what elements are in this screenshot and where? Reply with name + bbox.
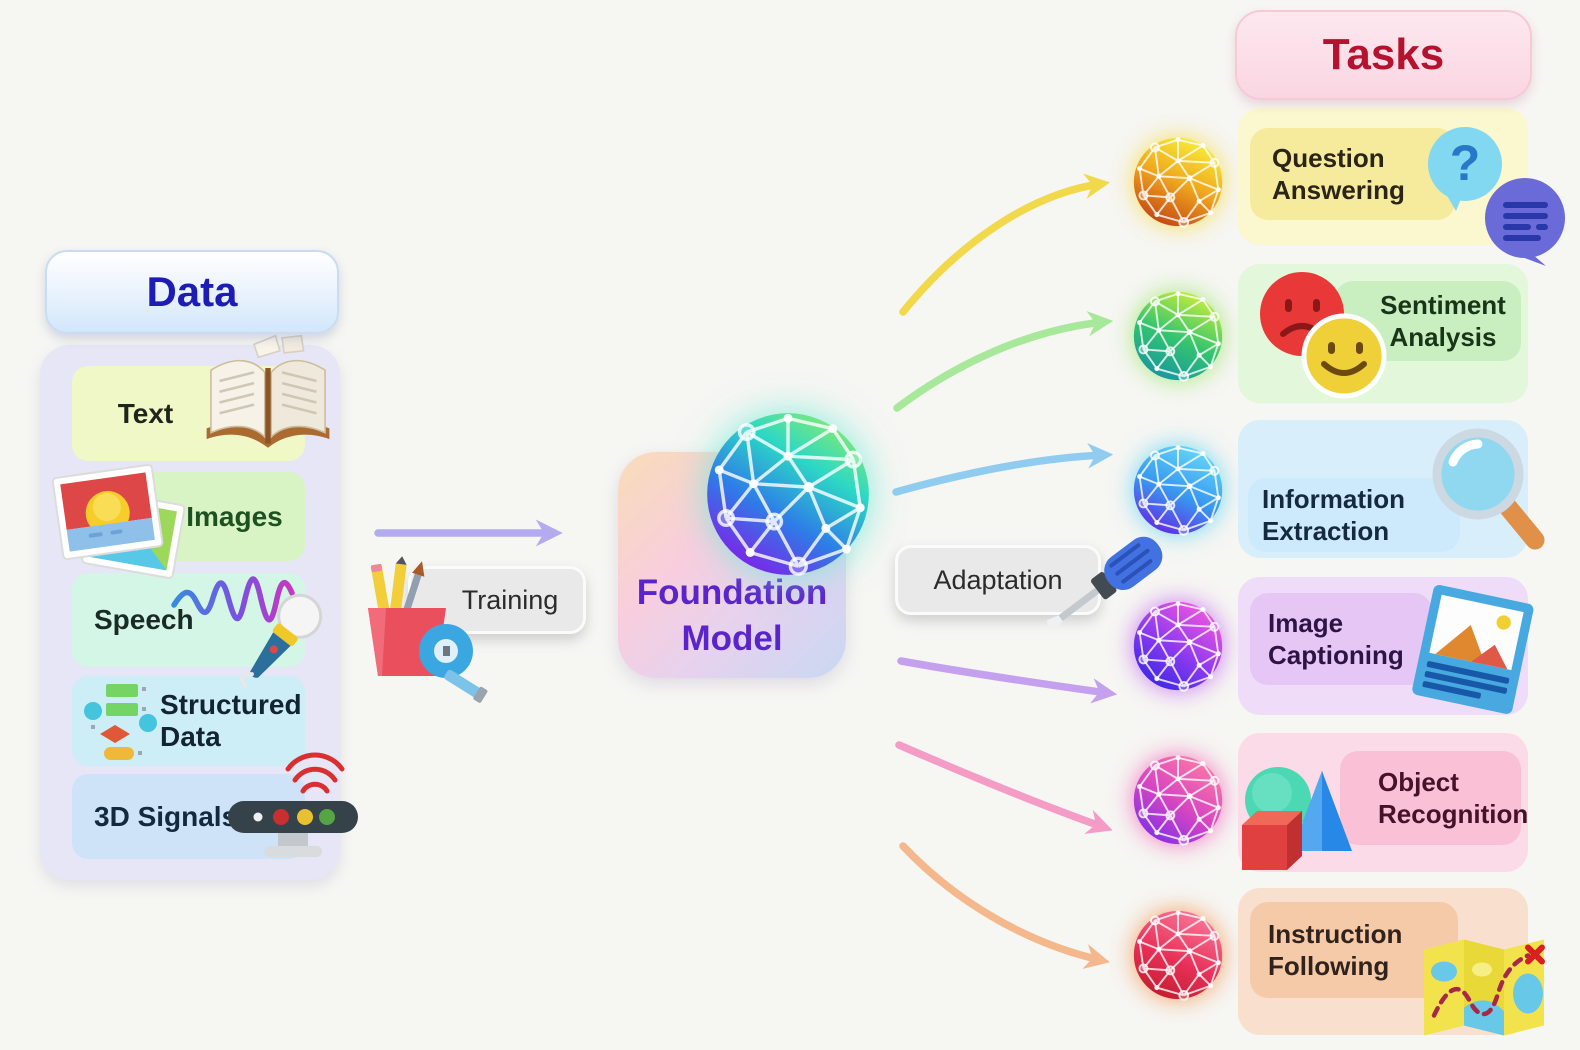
tasks-header-label: Tasks bbox=[1322, 30, 1445, 79]
task-card-instruction-following: Instruction Following bbox=[1238, 888, 1545, 1036]
task-label-box: Instruction Following bbox=[1250, 902, 1458, 998]
task-label-box: Image Captioning bbox=[1250, 593, 1432, 685]
adaptation-pill: Adaptation bbox=[895, 545, 1101, 615]
sphere-sentiment-analysis bbox=[1133, 290, 1223, 382]
task-label-image-captioning: Image Captioning bbox=[1268, 607, 1404, 671]
task-label-question-answering: Question Answering bbox=[1272, 142, 1405, 206]
treasure-map-icon bbox=[1424, 939, 1545, 1036]
open-book-icon bbox=[206, 334, 330, 448]
task-label-object-recognition: Object Recognition bbox=[1378, 766, 1529, 830]
task-label-box: Information Extraction bbox=[1248, 478, 1460, 552]
svg-text:?: ? bbox=[1450, 135, 1481, 191]
sphere-information-extraction bbox=[1133, 444, 1223, 536]
task-label-sentiment-analysis: Sentiment Analysis bbox=[1380, 289, 1506, 353]
sphere-image-captioning bbox=[1133, 600, 1223, 692]
task-card-object-recognition: Object Recognition bbox=[1238, 733, 1528, 872]
pencil-cup-tape-icon bbox=[368, 556, 488, 703]
captioned-picture-icon bbox=[1412, 584, 1534, 714]
photo-stack-icon bbox=[51, 463, 186, 579]
arrow-object-recognition bbox=[895, 741, 1113, 834]
arrow-instruction-following bbox=[899, 842, 1110, 969]
foundation-model-label: Foundation Model bbox=[636, 572, 828, 658]
screwdriver-icon bbox=[1047, 536, 1163, 631]
sphere-question-answering bbox=[1133, 136, 1223, 228]
task-label-box: Question Answering bbox=[1250, 128, 1455, 220]
data-item-text-label: Text bbox=[117, 397, 174, 429]
arrow-information-extraction bbox=[892, 442, 1114, 496]
sphere-object-recognition bbox=[1133, 754, 1223, 846]
foundation-sphere-icon bbox=[707, 412, 869, 576]
task-card-question-answering: Question Answering ? bbox=[1238, 108, 1565, 266]
data-item-3d-signals-label: 3D Signals bbox=[94, 800, 238, 832]
arrow-image-captioning bbox=[897, 657, 1118, 704]
arrow-sentiment-analysis bbox=[893, 310, 1114, 412]
waveform-microphone-icon bbox=[171, 576, 323, 688]
task-label-information-extraction: Information Extraction bbox=[1262, 483, 1405, 547]
data-item-structured-data-label: Structured Data bbox=[160, 688, 302, 752]
data-item-images-label: Images bbox=[186, 500, 283, 532]
task-card-image-captioning: Image Captioning bbox=[1238, 577, 1534, 715]
arrow-question-answering bbox=[899, 173, 1111, 316]
depth-sensor-icon bbox=[228, 752, 358, 857]
sad-happy-faces-icon bbox=[1260, 272, 1387, 399]
3d-shapes-icon bbox=[1242, 767, 1352, 870]
training-label: Training bbox=[461, 584, 559, 615]
tasks-header: Tasks bbox=[1235, 10, 1532, 100]
data-header: Data bbox=[45, 250, 339, 334]
question-chat-bubbles-icon: ? bbox=[1428, 127, 1565, 266]
task-card-information-extraction: Information Extraction bbox=[1238, 420, 1545, 558]
sphere-instruction-following bbox=[1133, 909, 1223, 1001]
data-header-label: Data bbox=[146, 268, 238, 315]
task-label-box: Object Recognition bbox=[1340, 751, 1528, 845]
task-card-sentiment-analysis: Sentiment Analysis bbox=[1238, 264, 1528, 403]
data-container: Text Images Speech Structured Data 3D Si… bbox=[40, 334, 358, 880]
adaptation-label: Adaptation bbox=[933, 564, 1063, 595]
task-label-instruction-following: Instruction Following bbox=[1268, 918, 1403, 982]
data-item-speech-label: Speech bbox=[94, 604, 194, 635]
magnifying-glass-icon bbox=[1432, 428, 1545, 550]
flowchart-icon bbox=[84, 684, 157, 760]
